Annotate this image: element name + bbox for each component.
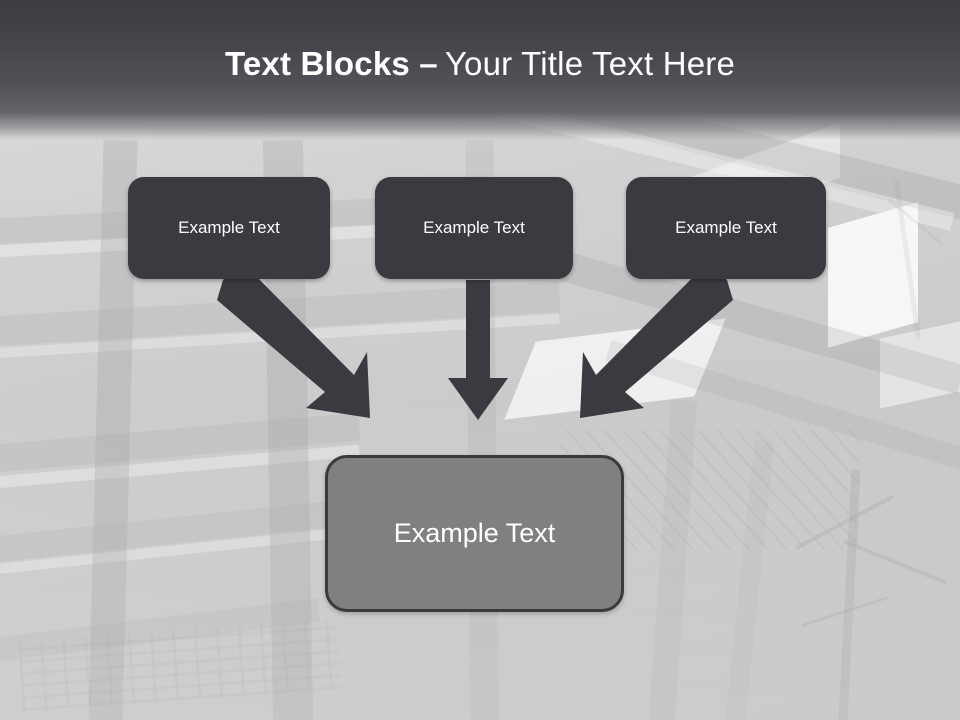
arrow-down-left-icon bbox=[580, 263, 733, 418]
tree-branch bbox=[843, 539, 947, 585]
column bbox=[725, 439, 775, 720]
header-band bbox=[0, 0, 960, 140]
tree-trunk bbox=[838, 469, 861, 720]
text-block-result[interactable]: Example Text bbox=[325, 455, 624, 612]
text-block-result-label: Example Text bbox=[393, 518, 556, 548]
tree-branch bbox=[887, 197, 943, 246]
sky-gap bbox=[828, 202, 918, 348]
arrow-down-icon bbox=[448, 280, 508, 420]
page-title: Text Blocks – Your Title Text Here bbox=[0, 0, 960, 128]
title-regular-part: Your Title Text Here bbox=[444, 45, 736, 82]
text-block-1-label: Example Text bbox=[178, 218, 280, 237]
sky-gap bbox=[880, 321, 960, 409]
column bbox=[648, 399, 698, 720]
arrow-down-right-icon bbox=[217, 263, 370, 418]
tree-branch bbox=[801, 596, 889, 627]
text-block-3-label: Example Text bbox=[675, 218, 777, 237]
tree-branch bbox=[893, 180, 922, 340]
brick-wall bbox=[17, 618, 343, 712]
girder bbox=[0, 598, 321, 666]
girder bbox=[0, 444, 360, 492]
text-block-2[interactable]: Example Text bbox=[375, 177, 573, 279]
text-block-3[interactable]: Example Text bbox=[626, 177, 826, 279]
girder bbox=[0, 528, 340, 578]
text-block-1[interactable]: Example Text bbox=[128, 177, 330, 279]
girder bbox=[0, 500, 341, 566]
tree-branch bbox=[795, 494, 895, 550]
text-block-2-label: Example Text bbox=[423, 218, 525, 237]
title-bold-part: Text Blocks – bbox=[224, 45, 438, 82]
